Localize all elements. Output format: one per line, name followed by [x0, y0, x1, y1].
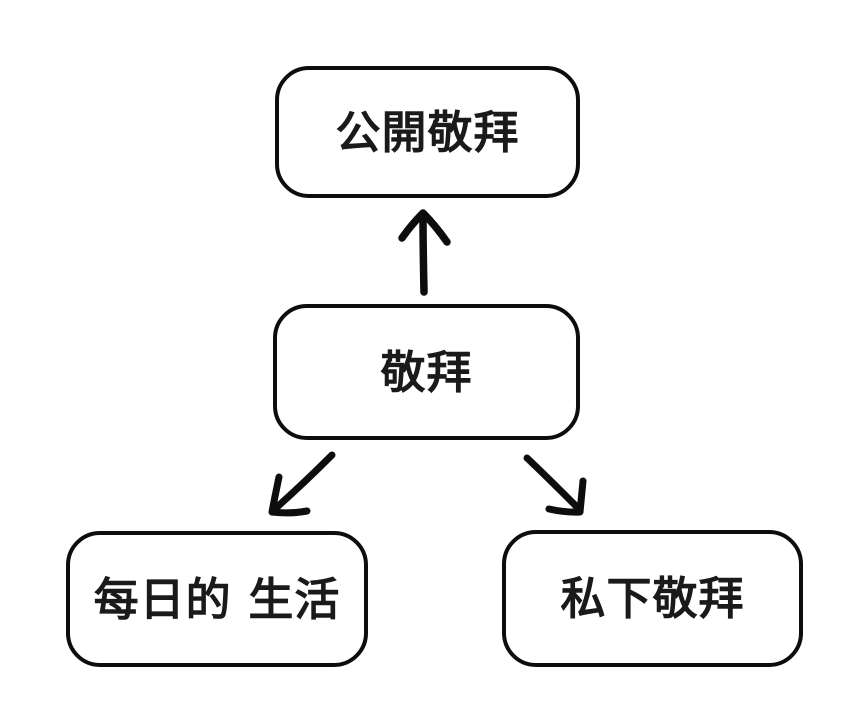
arrow-up-icon: [398, 209, 451, 296]
node-private-worship-label: 私下敬拜: [560, 572, 745, 625]
node-worship-label: 敬拜: [380, 345, 473, 399]
arrow-down-right-icon: [523, 454, 587, 516]
node-daily-life-label: 每日的 生活: [93, 572, 341, 626]
node-public-worship-label: 公開敬拜: [335, 105, 520, 159]
node-worship: 敬拜: [273, 304, 580, 440]
node-private-worship: 私下敬拜: [502, 530, 803, 667]
node-public-worship: 公開敬拜: [275, 66, 580, 198]
node-daily-life: 每日的 生活: [66, 531, 368, 667]
arrow-down-left-icon: [268, 451, 336, 517]
